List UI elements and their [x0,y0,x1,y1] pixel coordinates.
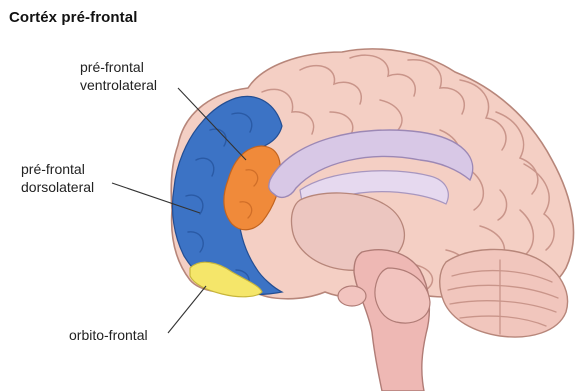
label-orbitofrontal: orbito-frontal [69,326,148,344]
pituitary [338,286,366,306]
label-ventrolateral: pré-frontal ventrolateral [80,58,157,94]
label-dorsolateral: pré-frontal dorsolateral [21,160,94,196]
label-dorsolateral-line2: dorsolateral [21,178,94,196]
leader-line-orbitofrontal [168,286,206,333]
label-orbitofrontal-line1: orbito-frontal [69,326,148,344]
label-ventrolateral-line1: pré-frontal [80,58,157,76]
label-ventrolateral-line2: ventrolateral [80,76,157,94]
label-dorsolateral-line1: pré-frontal [21,160,94,178]
